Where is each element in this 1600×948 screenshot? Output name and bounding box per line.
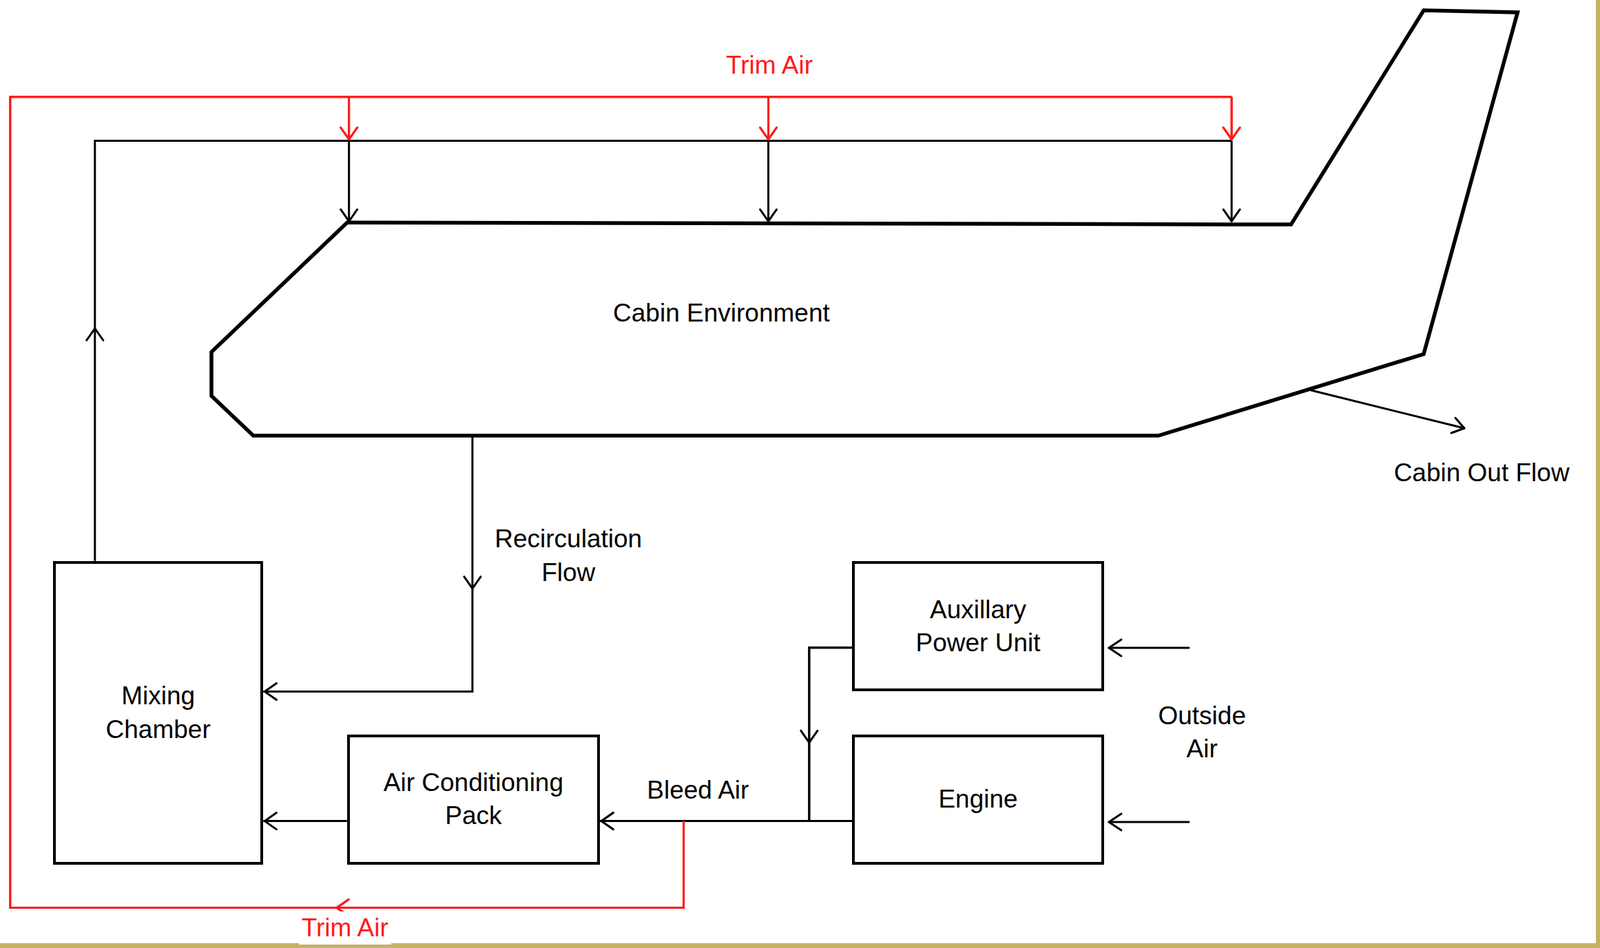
arrowhead [1451, 418, 1465, 434]
ac-pack-box: Air Conditioning Pack [347, 734, 600, 866]
edge-label: Recirculation Flow [491, 522, 645, 589]
arrowhead [760, 209, 777, 222]
duct-line [767, 97, 770, 140]
arrowhead [464, 577, 481, 589]
duct-line [263, 820, 347, 823]
flow-connector [599, 648, 853, 830]
arrowhead [1223, 209, 1240, 222]
trim-air-label: Trim Air [723, 48, 816, 82]
duct-line [263, 435, 473, 693]
flow-connector [263, 435, 481, 701]
node-text: Cabin Environment [613, 296, 830, 330]
node-text: Engine [938, 783, 1018, 817]
duct-line [10, 97, 1232, 909]
arrowhead [340, 209, 358, 222]
arrowhead [264, 813, 277, 830]
arrowhead [340, 127, 358, 140]
arrowhead [1108, 814, 1122, 831]
flow-connector [86, 140, 1240, 561]
fuselage-outline [211, 10, 1518, 436]
duct-line [347, 97, 350, 140]
engine-box: Engine [852, 734, 1105, 866]
arrowhead [760, 127, 777, 140]
edge-label: Bleed Air [643, 774, 752, 808]
node-text-group: Mixing Chamber [68, 679, 248, 746]
flow-connector [263, 813, 347, 830]
node-text-group: Air Conditioning Pack [362, 766, 584, 833]
cabin-outflow-arrow [1311, 390, 1465, 429]
node-text: Air Conditioning Pack [362, 766, 584, 833]
duct-line [347, 140, 350, 222]
duct-line [10, 97, 1232, 909]
node-text-group: Auxillary Power Unit [895, 593, 1061, 660]
plane-outline [211, 10, 1518, 436]
duct-line [767, 140, 770, 222]
frame-border [0, 943, 1600, 948]
node-text: Auxillary Power Unit [895, 593, 1061, 660]
arrowhead [601, 813, 614, 830]
node-text-group: Engine [938, 783, 1018, 817]
duct-line [599, 648, 853, 822]
arrowhead [1223, 127, 1240, 140]
apu-box: Auxillary Power Unit [852, 561, 1105, 693]
flow-connector [10, 97, 1240, 917]
arrowhead [86, 328, 104, 341]
duct-line [95, 140, 1232, 561]
arrowhead [264, 683, 277, 700]
flow-connector [10, 97, 1240, 917]
outside-air-arrow [1108, 821, 1189, 824]
mixing-chamber-box: Mixing Chamber [53, 561, 264, 866]
cabin-outflow-label: Cabin Out Flow [1391, 456, 1573, 490]
duct-line [347, 97, 350, 140]
trim-air-label: Trim Air [298, 911, 392, 945]
duct-line [767, 97, 770, 140]
duct-line [1230, 97, 1233, 140]
cabin-outline: Cabin Environment [211, 10, 1518, 436]
frame-border [1595, 0, 1600, 948]
arrowhead [1108, 639, 1122, 657]
node-text: Mixing Chamber [68, 679, 248, 746]
duct-line [1230, 97, 1233, 140]
duct-line [1230, 140, 1233, 222]
outside-air-arrow [1108, 647, 1189, 650]
outside-air-label: Outside Air [1155, 699, 1249, 766]
